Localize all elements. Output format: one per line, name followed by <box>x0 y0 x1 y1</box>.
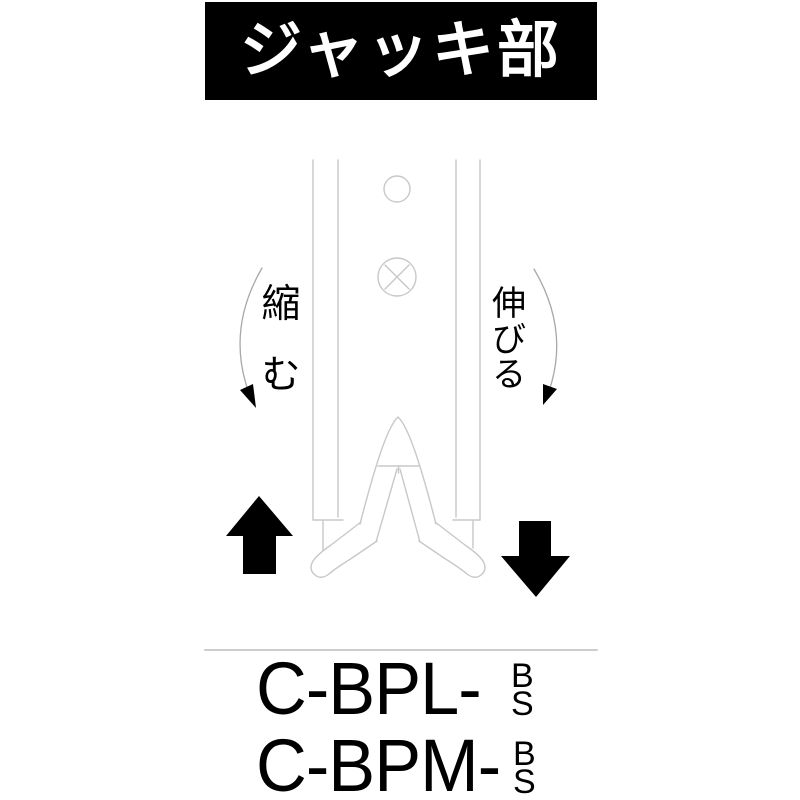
suffix-option-bottom: S <box>513 763 536 800</box>
page-title: ジャッキ部 <box>240 16 562 85</box>
jack-foot <box>310 416 486 578</box>
suffix-option-top: B <box>511 657 534 695</box>
suffix-option-bottom: S <box>511 685 534 723</box>
product-code-1: C-BPL- <box>256 647 482 730</box>
cross-bolt-icon <box>377 257 417 297</box>
header-banner: ジャッキ部 <box>205 2 597 100</box>
suffix-option-top: B <box>513 735 536 773</box>
extend-label: 伸びる <box>492 285 526 394</box>
contract-label: 縮む <box>261 283 301 397</box>
product-code-2-suffixes: B S <box>513 735 536 800</box>
up-arrow-icon <box>226 496 293 574</box>
jack-post-tube <box>312 159 481 551</box>
contract-arc-arrow-icon <box>239 267 263 408</box>
pin-hole-icon <box>383 175 411 203</box>
product-code-2: C-BPM- <box>256 724 501 800</box>
product-code-1-suffixes: B S <box>511 657 534 723</box>
down-arrow-icon <box>501 521 570 597</box>
extend-arc-arrow-icon <box>533 268 558 405</box>
